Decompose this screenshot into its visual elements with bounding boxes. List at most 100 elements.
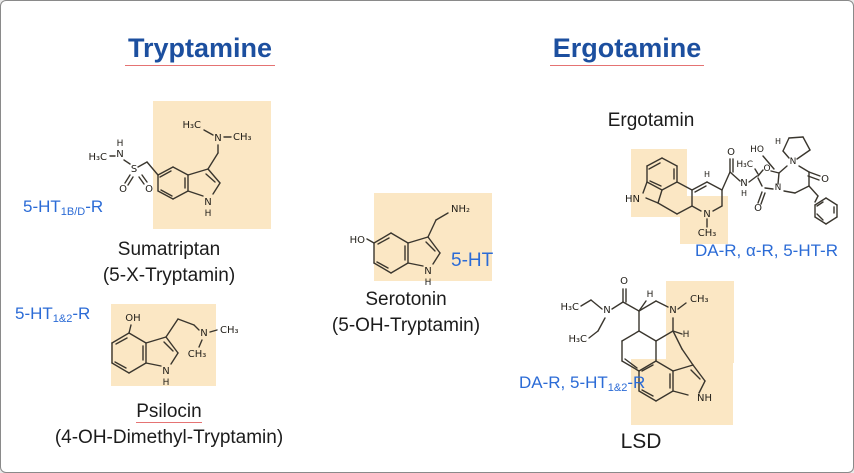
bond — [816, 201, 824, 207]
caption-sumatriptan: Sumatriptan (5-X-Tryptamin) — [49, 237, 289, 289]
bond — [159, 170, 172, 178]
bond — [127, 176, 134, 186]
bond — [788, 136, 804, 139]
bond — [611, 301, 624, 310]
bond — [128, 362, 147, 374]
bond — [782, 150, 790, 159]
bond — [648, 162, 661, 170]
atom-label: N — [204, 197, 211, 208]
highlight-lsd-nmethyl — [666, 281, 734, 363]
caption-ergotamin: Ergotamin — [566, 108, 736, 134]
bond — [163, 341, 174, 352]
header-tryptamine: Tryptamine — [100, 33, 300, 66]
atom-label: OH — [125, 313, 140, 324]
bond — [203, 129, 214, 136]
bond — [657, 202, 678, 215]
bond — [638, 330, 657, 342]
bond — [649, 180, 662, 187]
highlight-sumatriptan — [153, 101, 271, 229]
atom-label: CH₃ — [690, 294, 709, 305]
bond — [145, 362, 162, 367]
highlight-ergotamin-nmethyl — [680, 196, 728, 244]
bond — [645, 197, 659, 204]
bond — [205, 173, 216, 183]
receptor-text: 5-HT — [451, 250, 494, 271]
bond — [622, 301, 640, 312]
atom-label: H — [704, 170, 710, 179]
atom-label: H₃C — [89, 152, 107, 163]
receptor-text: 5-HT — [23, 197, 61, 216]
bond — [655, 360, 674, 372]
bond — [690, 369, 701, 380]
bond — [165, 336, 179, 354]
receptor-text: DA-R, α-R, 5-HT-R — [695, 241, 838, 260]
atom-label: NH — [697, 393, 712, 404]
atom-label: CH₃ — [188, 349, 207, 360]
atom-label: O — [119, 184, 127, 195]
bond — [762, 155, 775, 170]
atom-label: HN — [625, 194, 640, 205]
bond — [760, 192, 766, 205]
atom-label: N — [162, 366, 169, 377]
bond — [694, 185, 707, 193]
bond — [435, 212, 449, 221]
bond — [624, 358, 638, 369]
caption-lsd: LSD — [591, 429, 691, 455]
bond — [691, 181, 708, 191]
bond — [698, 380, 706, 394]
bond — [808, 171, 821, 177]
bond — [712, 205, 723, 212]
bond — [172, 166, 189, 176]
bond — [114, 361, 127, 369]
atom-label: H₃C — [560, 302, 579, 313]
receptor-text: 5-HT — [15, 304, 53, 323]
bond — [638, 390, 657, 402]
atom-label: N — [116, 149, 123, 160]
molecule-synonym: (5-X-Tryptamin) — [102, 265, 236, 286]
atom-label: N — [214, 133, 221, 144]
bond — [764, 187, 774, 190]
atom-label: N — [790, 157, 797, 167]
bond — [111, 362, 130, 374]
bond — [757, 169, 764, 177]
atom-label: O — [821, 174, 829, 185]
bond — [157, 190, 174, 200]
bond — [814, 195, 819, 203]
atom-label: O — [620, 276, 628, 287]
bond — [427, 219, 437, 238]
receptor-label-sumatriptan: 5-HT1B/D-R — [23, 197, 103, 218]
bond — [721, 171, 731, 191]
atom-label: NH₂ — [451, 204, 470, 215]
receptor-label-serotonin: 5-HT — [451, 250, 493, 272]
molecule-synonym: (4-OH-Dimethyl-Tryptamin) — [54, 427, 284, 448]
bond — [407, 262, 424, 267]
bond — [692, 364, 706, 382]
receptor-label-psilocin: 5-HT1&2-R — [15, 304, 90, 325]
bond — [655, 390, 674, 402]
bond — [597, 317, 606, 332]
molecule-name: Sumatriptan — [117, 239, 221, 260]
bond — [187, 190, 204, 197]
bond — [748, 175, 758, 183]
bond — [672, 330, 683, 335]
bond — [137, 161, 148, 168]
bond — [778, 165, 788, 174]
bond — [111, 332, 130, 344]
bond — [160, 189, 173, 197]
bond — [641, 389, 654, 397]
bond — [825, 216, 838, 225]
bond — [207, 168, 221, 184]
receptor-text: -R — [72, 304, 91, 323]
bond — [691, 205, 702, 212]
highlight-lsd-indole — [631, 359, 733, 425]
bond — [706, 181, 723, 191]
bond — [425, 241, 436, 252]
bond — [672, 364, 694, 372]
bond — [807, 175, 820, 181]
bond — [814, 216, 827, 225]
bond — [777, 172, 780, 185]
bond — [138, 176, 145, 185]
atom-label: H — [163, 378, 170, 388]
atom-label: N — [669, 305, 676, 316]
